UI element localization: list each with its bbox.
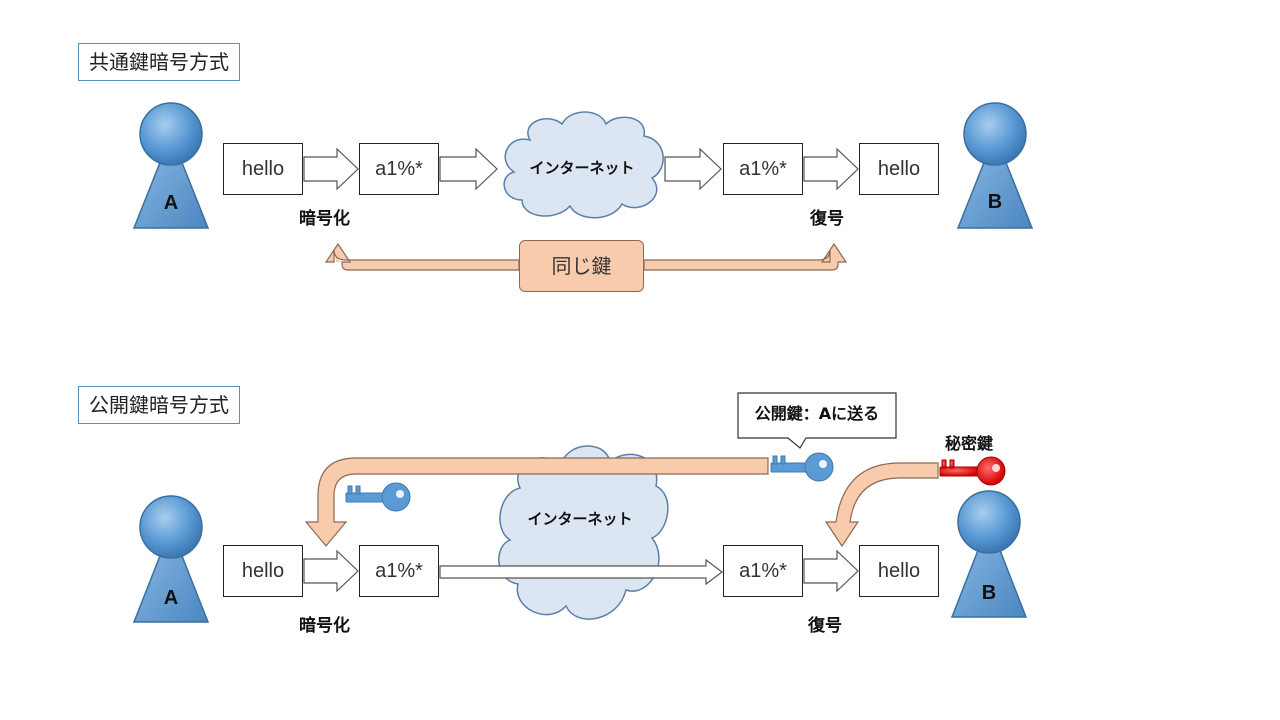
shared-key-box: 同じ鍵: [519, 240, 644, 292]
person-b-icon: [950, 490, 1028, 618]
public-key-callout: [737, 392, 897, 449]
person-a-icon: [132, 495, 210, 623]
internet-label: インターネット: [527, 510, 633, 528]
secret-key-label: 秘密鍵: [945, 434, 994, 453]
ciphertext-box: a1%*: [723, 545, 803, 597]
encrypt-label: 暗号化: [299, 209, 350, 229]
section-title-public-key: 公開鍵暗号方式: [78, 386, 240, 424]
plaintext-box: hello: [223, 545, 303, 597]
internet-label: インターネット: [529, 159, 635, 177]
decrypt-label: 復号: [810, 209, 844, 229]
person-a-label: A: [163, 192, 179, 214]
public-key-delivery-arrow: [304, 457, 769, 547]
person-a-icon: [132, 102, 210, 229]
ciphertext-box: a1%*: [723, 143, 803, 195]
plaintext-box: hello: [859, 545, 939, 597]
block-arrow: [303, 549, 859, 593]
person-b-label: B: [987, 191, 1003, 213]
internet-cloud-icon: [503, 111, 664, 219]
section-title-symmetric: 共通鍵暗号方式: [78, 43, 240, 81]
secret-key-icon: [939, 456, 1006, 486]
person-b-icon: [956, 102, 1034, 229]
encrypt-label: 暗号化: [299, 616, 350, 636]
shared-key-arrow: [324, 242, 848, 271]
person-a-label: A: [163, 587, 179, 609]
person-b-label: B: [981, 582, 997, 604]
public-key-icon: [770, 452, 834, 482]
block-arrow: [303, 147, 859, 191]
public-key-callout-text: 公開鍵：Aに送る: [754, 404, 880, 423]
ciphertext-box: a1%*: [359, 143, 439, 195]
plaintext-box: hello: [859, 143, 939, 195]
ciphertext-box: a1%*: [359, 545, 439, 597]
decrypt-label: 復号: [808, 616, 842, 636]
long-transfer-arrow: [439, 558, 723, 586]
plaintext-box: hello: [223, 143, 303, 195]
secret-key-arrow: [824, 462, 939, 548]
public-key-icon: [345, 482, 411, 512]
